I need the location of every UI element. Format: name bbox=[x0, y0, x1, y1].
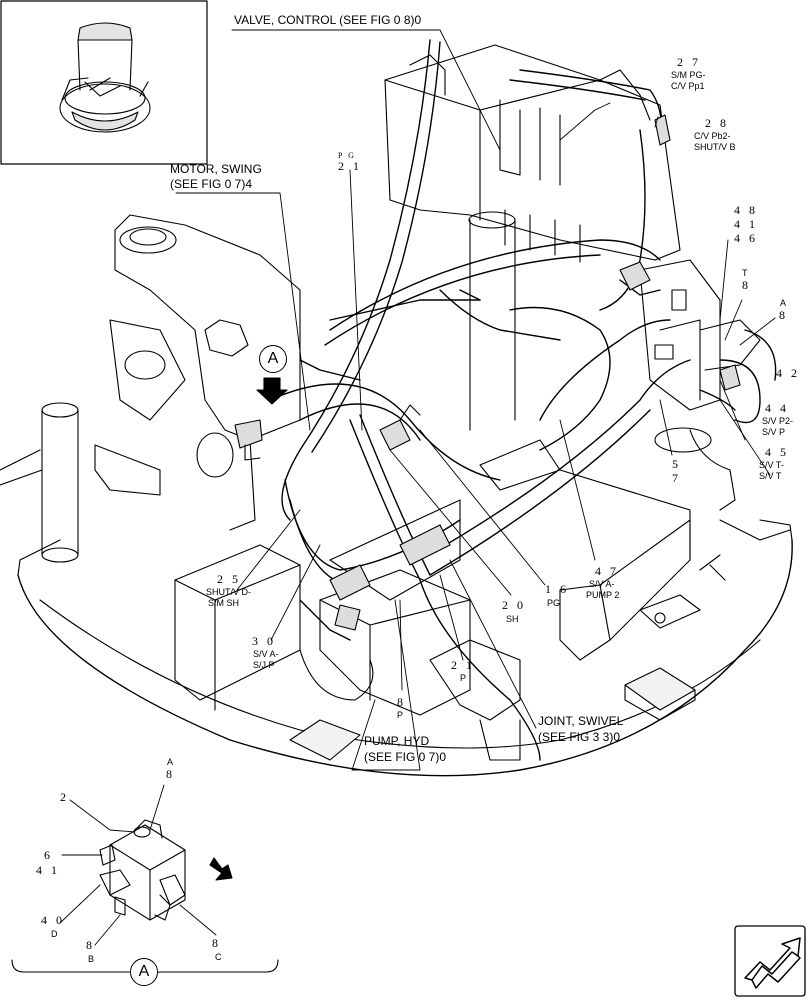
part-21-number: 2 1 bbox=[338, 159, 362, 173]
part-57-number-a: 5 bbox=[672, 457, 681, 471]
part-30-desc-2: S/J P bbox=[253, 660, 275, 670]
detail-part-6-number: 6 bbox=[44, 848, 53, 862]
joint-swivel-fig-ref: (SEE FIG 3 3)0 bbox=[538, 730, 621, 744]
pump-hyd-fig-ref: (SEE FIG 0 7)0 bbox=[364, 750, 447, 764]
part-27-desc-1: S/M PG- bbox=[671, 70, 706, 80]
part-30-number: 3 0 bbox=[252, 634, 276, 648]
part-28-desc-2: SHUT/V B bbox=[694, 142, 736, 152]
part-46-number: 4 6 bbox=[734, 231, 758, 245]
part-44-number: 4 4 bbox=[765, 401, 789, 415]
pump-hyd-callout: PUMP, HYD bbox=[364, 734, 430, 748]
part-41-number: 4 1 bbox=[734, 217, 758, 231]
part-44-desc-2: S/V P bbox=[762, 427, 786, 437]
part-45-desc-2: S/V T bbox=[759, 471, 782, 481]
joint-swivel-callout: JOINT, SWIVEL bbox=[538, 714, 624, 728]
frame-plate bbox=[0, 44, 793, 777]
part-16-number: 1 6 bbox=[545, 582, 569, 596]
detail-part-8c-number: 8 bbox=[212, 936, 221, 950]
detail-port-a-number: 8 bbox=[166, 767, 175, 781]
motor-swing-callout: MOTOR, SWING bbox=[170, 162, 262, 176]
part-45-desc-1: S/V T- bbox=[759, 460, 784, 470]
detail-a-marker: A bbox=[259, 345, 287, 373]
detail-a-label: A bbox=[130, 958, 158, 986]
detail-port-c-label: C bbox=[215, 952, 222, 962]
part-47-desc-1: S/V A- bbox=[589, 579, 615, 589]
next-page-arrow-icon bbox=[734, 925, 806, 997]
detail-port-a-tag: A bbox=[167, 757, 174, 767]
leader-lines bbox=[59, 29, 776, 946]
part-45-number: 4 5 bbox=[765, 445, 789, 459]
part-27-number: 2 7 bbox=[677, 55, 701, 69]
part-a8-number: 8 bbox=[779, 308, 788, 322]
part-16-desc: PG bbox=[547, 598, 561, 608]
part-20-number: 2 0 bbox=[502, 598, 526, 612]
part-27-desc-2: C/V Pp1 bbox=[671, 81, 705, 91]
part-a8-tag: A bbox=[780, 298, 787, 308]
detail-part-2-number: 2 bbox=[60, 790, 69, 804]
detail-port-b-label: B bbox=[88, 954, 95, 964]
detail-valve-block bbox=[11, 819, 279, 976]
detail-part-40-number: 4 0 bbox=[41, 913, 65, 927]
part-21-tag: P G bbox=[338, 151, 356, 160]
part-8p-number: 8 bbox=[397, 695, 406, 709]
part-28-desc-1: C/V Pb2- bbox=[694, 131, 731, 141]
part-42-number: 4 2 bbox=[776, 366, 800, 380]
part-t8-number: 8 bbox=[742, 278, 751, 292]
detail-part-8b-number: 8 bbox=[86, 938, 95, 952]
part-8p-desc: P bbox=[397, 710, 404, 720]
part-44-desc-1: S/V P2- bbox=[762, 416, 794, 426]
part-21b-desc: P bbox=[460, 673, 467, 683]
part-20-desc: SH bbox=[506, 614, 519, 624]
part-28-number: 2 8 bbox=[705, 116, 729, 130]
part-25-number: 2 5 bbox=[217, 572, 241, 586]
part-25-desc-1: SHUT/V D- bbox=[206, 587, 251, 597]
part-t8-tag: T bbox=[742, 268, 748, 278]
part-25-desc-2: S/M SH bbox=[208, 598, 240, 608]
part-47-number: 4 7 bbox=[595, 564, 619, 578]
fittings bbox=[234, 114, 741, 631]
part-57-number-b: 7 bbox=[672, 471, 681, 485]
part-47-desc-2: PUMP 2 bbox=[586, 590, 620, 600]
part-48-number: 4 8 bbox=[734, 203, 758, 217]
detail-port-d-label: D bbox=[51, 929, 58, 939]
motor-swing-fig-ref: (SEE FIG 0 7)4 bbox=[170, 177, 253, 191]
excavator-thumbnail bbox=[0, 0, 208, 165]
view-direction-arrow bbox=[256, 377, 288, 405]
part-30-desc-1: S/V A- bbox=[253, 649, 279, 659]
detail-part-41-number: 4 1 bbox=[36, 863, 60, 877]
valve-control-callout: VALVE, CONTROL (SEE FIG 0 8)0 bbox=[234, 13, 422, 27]
part-21b-number: 2 1 bbox=[451, 658, 475, 672]
